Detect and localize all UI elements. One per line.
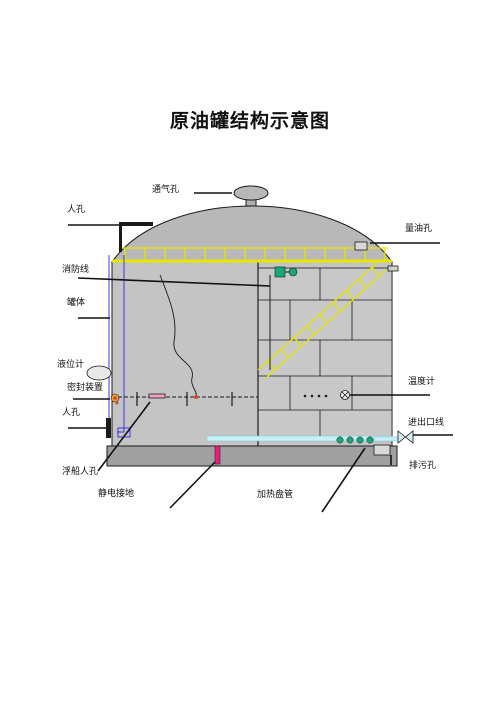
roof-walkway [112,247,392,263]
thermometer-dot-1 [303,394,307,398]
leader-lines [68,192,453,513]
inlet-valve [397,430,414,444]
brick-cutaway [257,267,393,441]
inlet-pipe [373,436,399,442]
label-vent-hole: 通气孔 [152,185,180,195]
heating-coil-valve-3 [356,436,364,444]
label-seal-device: 密封装置 [67,383,104,393]
thermometer-dot-3 [317,394,321,398]
tank-base [106,445,398,467]
heating-coil-valve-1 [336,436,344,444]
fire-valve [274,266,286,278]
inner-ladder [257,261,387,379]
thermometer-dot-2 [310,394,314,398]
drain-box [373,444,391,456]
static-ground-rod [214,445,221,465]
label-floating-manhole: 浮船人孔 [62,467,99,477]
floating-manhole-plate [148,393,166,399]
label-drain-hole: 排污孔 [409,461,437,471]
side-platform [387,265,399,272]
seal-cable [159,274,197,397]
diagram-title: 原油罐结构示意图 [169,110,330,132]
top-manhole-post [119,222,122,252]
thermometer-dot-4 [324,394,328,398]
label-thermometer: 温度计 [408,377,436,387]
label-manhole-side: 人孔 [62,408,81,418]
gauge-hole-box [354,241,368,251]
vent-cap [233,185,269,201]
fire-valve-wheel [288,267,298,277]
seal-device-dot [194,395,198,399]
seal-device-valve-core [113,396,117,400]
tank-roof [111,205,393,263]
fire-line-pipe [108,255,125,433]
top-manhole-bar [119,222,153,226]
label-gauge-hole: 量油孔 [405,224,433,234]
heating-coil-pipe [206,435,393,442]
floating-roof-marker [115,401,119,405]
label-fire-line: 消防线 [62,265,90,275]
heating-coil-valve-2 [346,436,354,444]
level-gauge-dial [86,365,112,381]
label-manhole-top: 人孔 [67,205,86,215]
thermometer-cross [341,391,349,399]
label-tank-body: 罐体 [67,298,86,308]
label-heating-coil: 加热盘管 [257,490,294,500]
label-inlet-outlet-line: 进出口线 [408,418,445,428]
label-static-ground: 静电接地 [98,489,135,499]
side-manhole-flange [106,418,111,438]
label-level-gauge: 液位计 [57,360,85,370]
heating-coil-valve-4 [366,436,374,444]
